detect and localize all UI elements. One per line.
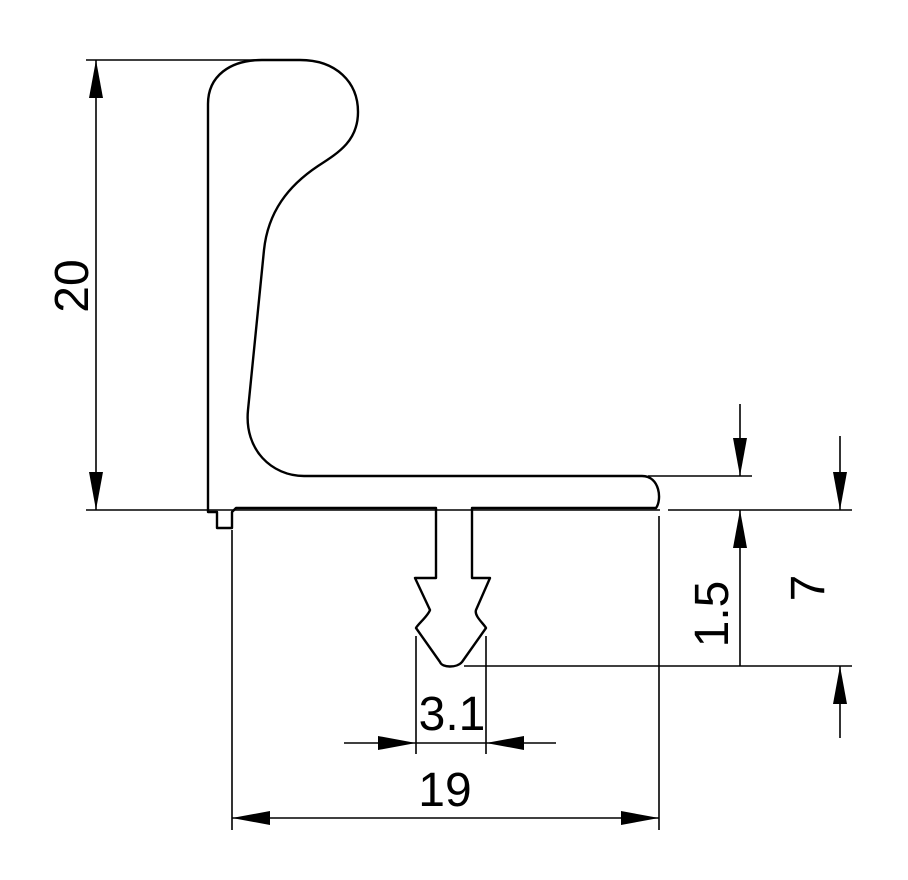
arrow-up-icon [733,510,747,548]
arrow-left-icon [486,736,524,750]
arrow-right-icon [621,811,659,825]
dimension-fin-width: 3.1 [344,636,556,754]
dimension-label-fin-width: 3.1 [419,688,486,741]
arrow-down-icon [89,472,103,510]
arrow-down-icon [733,438,747,476]
dimension-label-offset: 1.5 [686,581,739,648]
dimension-label-depth: 7 [782,575,835,602]
dimension-depth: 7 [668,436,852,738]
arrow-up-icon [833,666,847,704]
profile-outline [206,58,661,668]
arrow-down-icon [833,472,847,510]
arrow-left-icon [232,811,270,825]
arrow-right-icon [378,736,416,750]
dimension-label-width: 19 [418,764,471,817]
dimension-overall-width: 19 [231,516,660,830]
arrow-up-icon [89,60,103,98]
dimension-overall-height: 20 [46,59,660,511]
dimension-offset: 1.5 [464,404,852,667]
dimension-label-height: 20 [46,259,99,312]
